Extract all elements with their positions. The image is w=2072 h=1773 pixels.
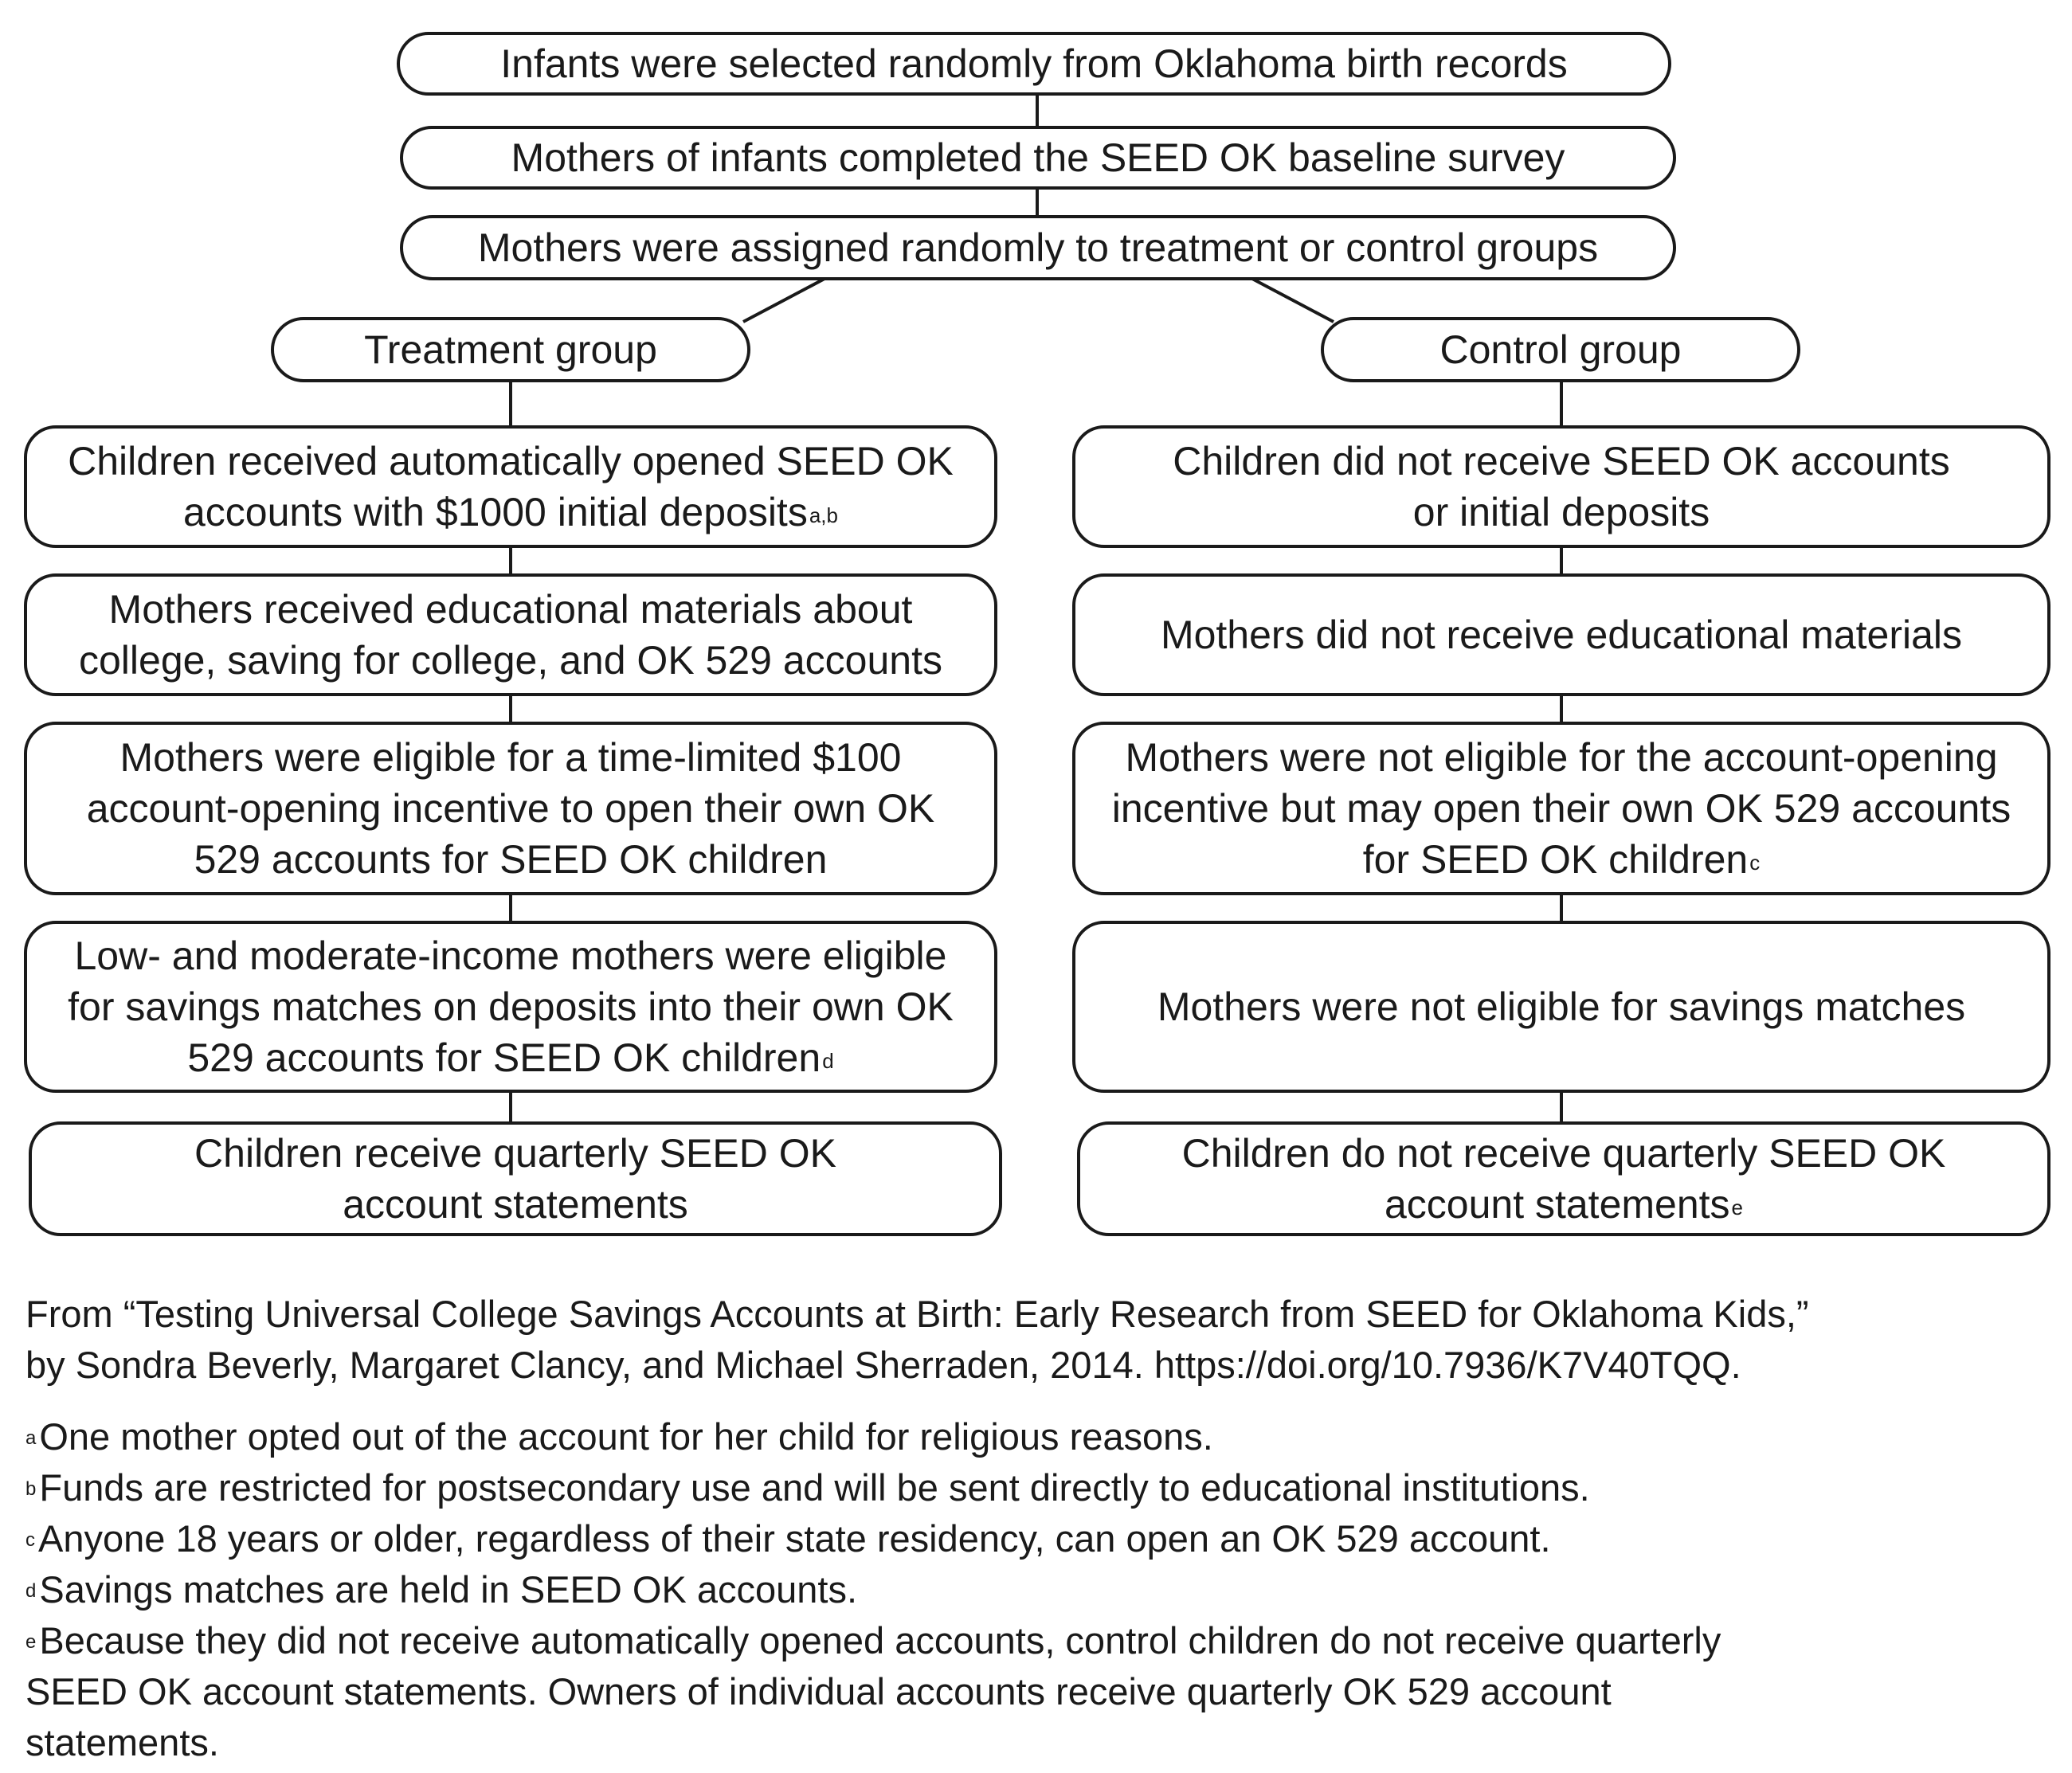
treatment-matches-box: Low- and moderate-income mothers were el… <box>24 921 997 1093</box>
control-accounts-text: Children did not receive SEED OK account… <box>1173 436 1950 538</box>
selection-text: Infants were selected randomly from Okla… <box>500 41 1568 86</box>
footnote-d-mark: d <box>25 1580 37 1602</box>
control-incentive-box: Mothers were not eligible for the accoun… <box>1072 722 2050 895</box>
treatment-matches-line3: 529 accounts for SEED OK children <box>187 1035 821 1080</box>
footnote-b-mark: b <box>25 1478 37 1500</box>
control-group-box: Control group <box>1321 317 1800 382</box>
footnote-e-line2: SEED OK account statements. Owners of in… <box>25 1670 1612 1712</box>
treatment-accounts-text: Children received automatically opened S… <box>68 436 954 538</box>
treatment-matches-footnote-mark: d <box>822 1049 834 1073</box>
source-line1: From “Testing Universal College Savings … <box>25 1293 1809 1335</box>
treatment-group-label: Treatment group <box>364 327 657 372</box>
footnote-e-line3: statements. <box>25 1721 219 1763</box>
treatment-statements-text: Children receive quarterly SEED OK accou… <box>194 1128 836 1230</box>
footnotes: aOne mother opted out of the account for… <box>25 1411 2049 1768</box>
control-incentive-line2: incentive but may open their own OK 529 … <box>1111 786 2011 831</box>
footnote-c: cAnyone 18 years or older, regardless of… <box>25 1513 2049 1564</box>
treatment-accounts-box: Children received automatically opened S… <box>24 425 997 548</box>
treatment-statements-box: Children receive quarterly SEED OK accou… <box>29 1121 1002 1236</box>
selection-box: Infants were selected randomly from Okla… <box>397 32 1671 96</box>
treatment-statements-line1: Children receive quarterly SEED OK <box>194 1131 836 1176</box>
treatment-matches-line2: for savings matches on deposits into the… <box>68 984 954 1029</box>
footnote-a: aOne mother opted out of the account for… <box>25 1411 2049 1462</box>
control-group-label: Control group <box>1439 327 1682 372</box>
footnote-e-mark: e <box>25 1631 37 1653</box>
treatment-accounts-line2: accounts with $1000 initial deposits <box>183 490 808 534</box>
footnote-d: dSavings matches are held in SEED OK acc… <box>25 1564 2049 1615</box>
footnote-d-text: Savings matches are held in SEED OK acco… <box>39 1568 858 1611</box>
footnote-b: bFunds are restricted for postsecondary … <box>25 1462 2049 1513</box>
control-incentive-line1: Mothers were not eligible for the accoun… <box>1125 735 1998 780</box>
footnote-c-text: Anyone 18 years or older, regardless of … <box>38 1517 1551 1560</box>
control-statements-line2: account statements <box>1384 1182 1730 1227</box>
control-matches-text: Mothers were not eligible for savings ma… <box>1157 984 1966 1029</box>
treatment-incentive-line3: 529 accounts for SEED OK children <box>194 837 828 882</box>
treatment-materials-line1: Mothers received educational materials a… <box>108 587 913 632</box>
treatment-statements-line2: account statements <box>343 1182 688 1227</box>
treatment-accounts-line1: Children received automatically opened S… <box>68 439 954 483</box>
source-citation: From “Testing Universal College Savings … <box>25 1289 2049 1391</box>
treatment-materials-line2: college, saving for college, and OK 529 … <box>78 638 942 683</box>
treatment-incentive-line1: Mothers were eligible for a time-limited… <box>119 735 902 780</box>
control-materials-text: Mothers did not receive educational mate… <box>1160 613 1963 657</box>
control-statements-text: Children do not receive quarterly SEED O… <box>1182 1128 1946 1230</box>
treatment-incentive-line2: account-opening incentive to open their … <box>86 786 935 831</box>
treatment-materials-box: Mothers received educational materials a… <box>24 573 997 696</box>
baseline-survey-text: Mothers of infants completed the SEED OK… <box>511 135 1565 180</box>
treatment-incentive-text: Mothers were eligible for a time-limited… <box>87 732 935 885</box>
control-matches-box: Mothers were not eligible for savings ma… <box>1072 921 2050 1093</box>
footnote-a-mark: a <box>25 1427 37 1449</box>
control-incentive-text: Mothers were not eligible for the accoun… <box>1112 732 2011 885</box>
treatment-matches-line1: Low- and moderate-income mothers were el… <box>74 933 947 978</box>
treatment-group-box: Treatment group <box>271 317 750 382</box>
footnote-e: eBecause they did not receive automatica… <box>25 1615 2049 1768</box>
control-accounts-box: Children did not receive SEED OK account… <box>1072 425 2050 548</box>
treatment-materials-text: Mothers received educational materials a… <box>79 584 942 686</box>
treatment-matches-text: Low- and moderate-income mothers were el… <box>68 930 954 1083</box>
control-statements-box: Children do not receive quarterly SEED O… <box>1077 1121 2050 1236</box>
treatment-accounts-footnote-mark: a,b <box>809 503 838 527</box>
baseline-survey-box: Mothers of infants completed the SEED OK… <box>400 126 1676 190</box>
footnote-e-line1: Because they did not receive automatical… <box>39 1619 1721 1661</box>
control-incentive-line3: for SEED OK children <box>1362 837 1749 882</box>
footnote-a-text: One mother opted out of the account for … <box>39 1415 1213 1458</box>
control-accounts-line2: or initial deposits <box>1412 490 1710 534</box>
control-accounts-line1: Children did not receive SEED OK account… <box>1173 439 1950 483</box>
control-statements-line1: Children do not receive quarterly SEED O… <box>1181 1131 1946 1176</box>
source-line2: by Sondra Beverly, Margaret Clancy, and … <box>25 1344 1741 1386</box>
control-statements-footnote-mark: e <box>1731 1196 1744 1219</box>
treatment-incentive-box: Mothers were eligible for a time-limited… <box>24 722 997 895</box>
footnote-c-mark: c <box>25 1529 35 1551</box>
assignment-text: Mothers were assigned randomly to treatm… <box>477 225 1599 270</box>
control-incentive-footnote-mark: c <box>1749 851 1761 875</box>
assignment-box: Mothers were assigned randomly to treatm… <box>400 215 1676 280</box>
footnote-b-text: Funds are restricted for postsecondary u… <box>39 1466 1590 1509</box>
control-materials-box: Mothers did not receive educational mate… <box>1072 573 2050 696</box>
